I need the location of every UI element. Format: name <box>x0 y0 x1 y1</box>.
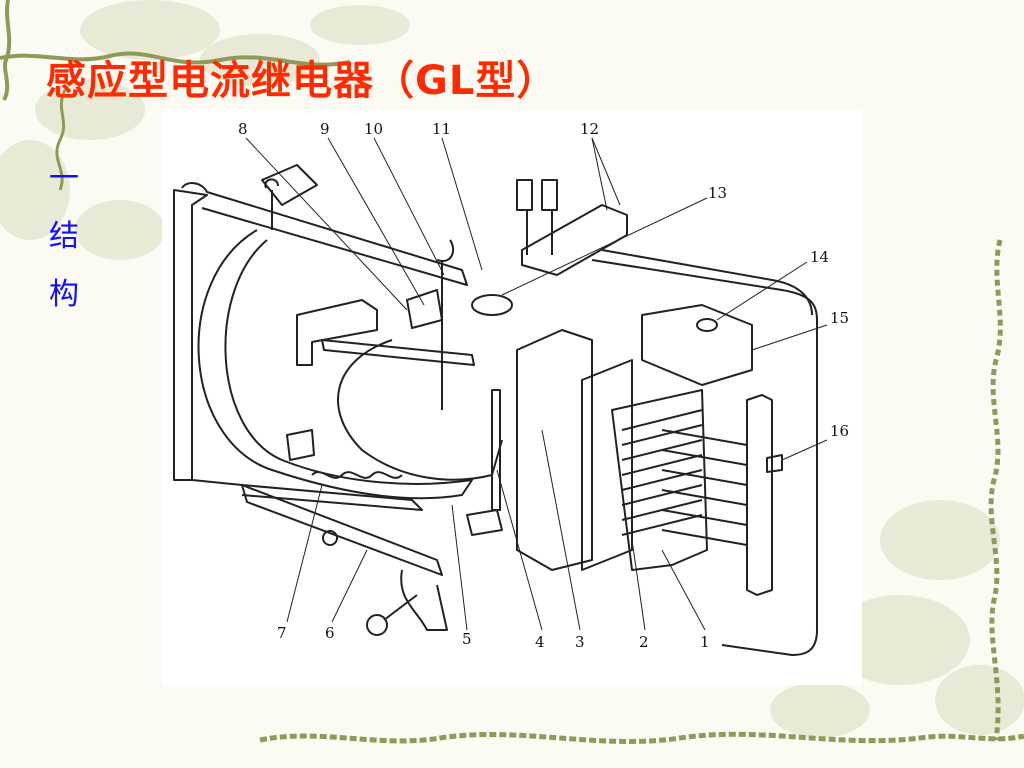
vine-left <box>55 89 67 191</box>
back-plate-edge <box>601 249 813 316</box>
callout-1: 1 <box>700 633 710 651</box>
frame-bottom-rail <box>191 479 423 511</box>
coil-body <box>611 389 708 571</box>
magnet-yoke <box>516 329 593 571</box>
callout-2: 2 <box>639 633 649 651</box>
setting-knob <box>261 164 318 230</box>
coil-frame <box>581 359 633 571</box>
callout-9: 9 <box>320 120 330 138</box>
callout-5: 5 <box>462 630 472 648</box>
tap-plug <box>766 454 783 473</box>
worm-shaft <box>321 339 475 366</box>
spring-bracket <box>286 429 315 461</box>
callout-4: 4 <box>535 633 545 651</box>
relay-structure-diagram: 8 9 10 11 12 13 14 15 16 7 6 5 4 3 2 1 <box>162 110 862 685</box>
side-char-1: 一 <box>49 161 79 196</box>
callout-14: 14 <box>810 248 829 266</box>
slide-title: 感应型电流继电器（GL型） <box>46 58 558 104</box>
contact-bridge <box>521 204 628 276</box>
callout-6: 6 <box>325 624 335 642</box>
back-plate <box>591 259 818 656</box>
callout-15: 15 <box>830 309 849 327</box>
vine-top <box>0 51 351 67</box>
vertical-strip <box>491 389 501 511</box>
vine-top-left <box>2 0 12 101</box>
callout-12: 12 <box>580 120 599 138</box>
callout-13: 13 <box>708 184 727 202</box>
frame-top-rail <box>181 182 468 286</box>
flag-indicator <box>641 304 753 386</box>
terminal-leads <box>661 429 748 546</box>
lever-arm <box>436 239 455 262</box>
stop-screw <box>322 530 338 546</box>
relay-drawing: 8 9 10 11 12 13 14 15 16 7 6 5 4 3 2 1 <box>162 110 862 685</box>
contact-posts <box>516 179 558 255</box>
adjust-screw-head <box>471 294 513 316</box>
callout-11: 11 <box>432 120 451 138</box>
return-spring <box>311 471 403 479</box>
vine-right <box>988 239 1003 741</box>
indicator-button <box>696 318 718 332</box>
callout-7: 7 <box>277 624 287 642</box>
callout-3: 3 <box>575 633 585 651</box>
frame-left <box>173 189 208 481</box>
terminal-strip <box>746 394 773 596</box>
callout-numbers: 8 9 10 11 12 13 14 15 16 7 6 5 4 3 2 1 <box>238 120 849 651</box>
vine-bottom <box>259 731 1024 744</box>
side-caption: 一 结 构 <box>44 150 84 324</box>
armature-stem <box>383 594 418 621</box>
side-char-3: 构 <box>49 277 79 312</box>
side-char-2: 结 <box>49 219 79 254</box>
bottom-tab <box>466 509 503 536</box>
aluminum-disc <box>197 229 473 500</box>
relay-linework <box>173 164 818 656</box>
diagram-background <box>162 110 862 685</box>
leaf-cluster-bottom-right <box>770 500 1024 738</box>
callout-16: 16 <box>830 422 849 440</box>
disc-inner <box>337 339 503 481</box>
bracket-left <box>296 299 378 366</box>
callout-10: 10 <box>364 120 383 138</box>
lower-lever <box>241 484 443 576</box>
callout-8: 8 <box>238 120 248 138</box>
armature-weight <box>366 614 388 636</box>
callout-lines <box>245 137 828 631</box>
lever-hook <box>400 569 448 631</box>
